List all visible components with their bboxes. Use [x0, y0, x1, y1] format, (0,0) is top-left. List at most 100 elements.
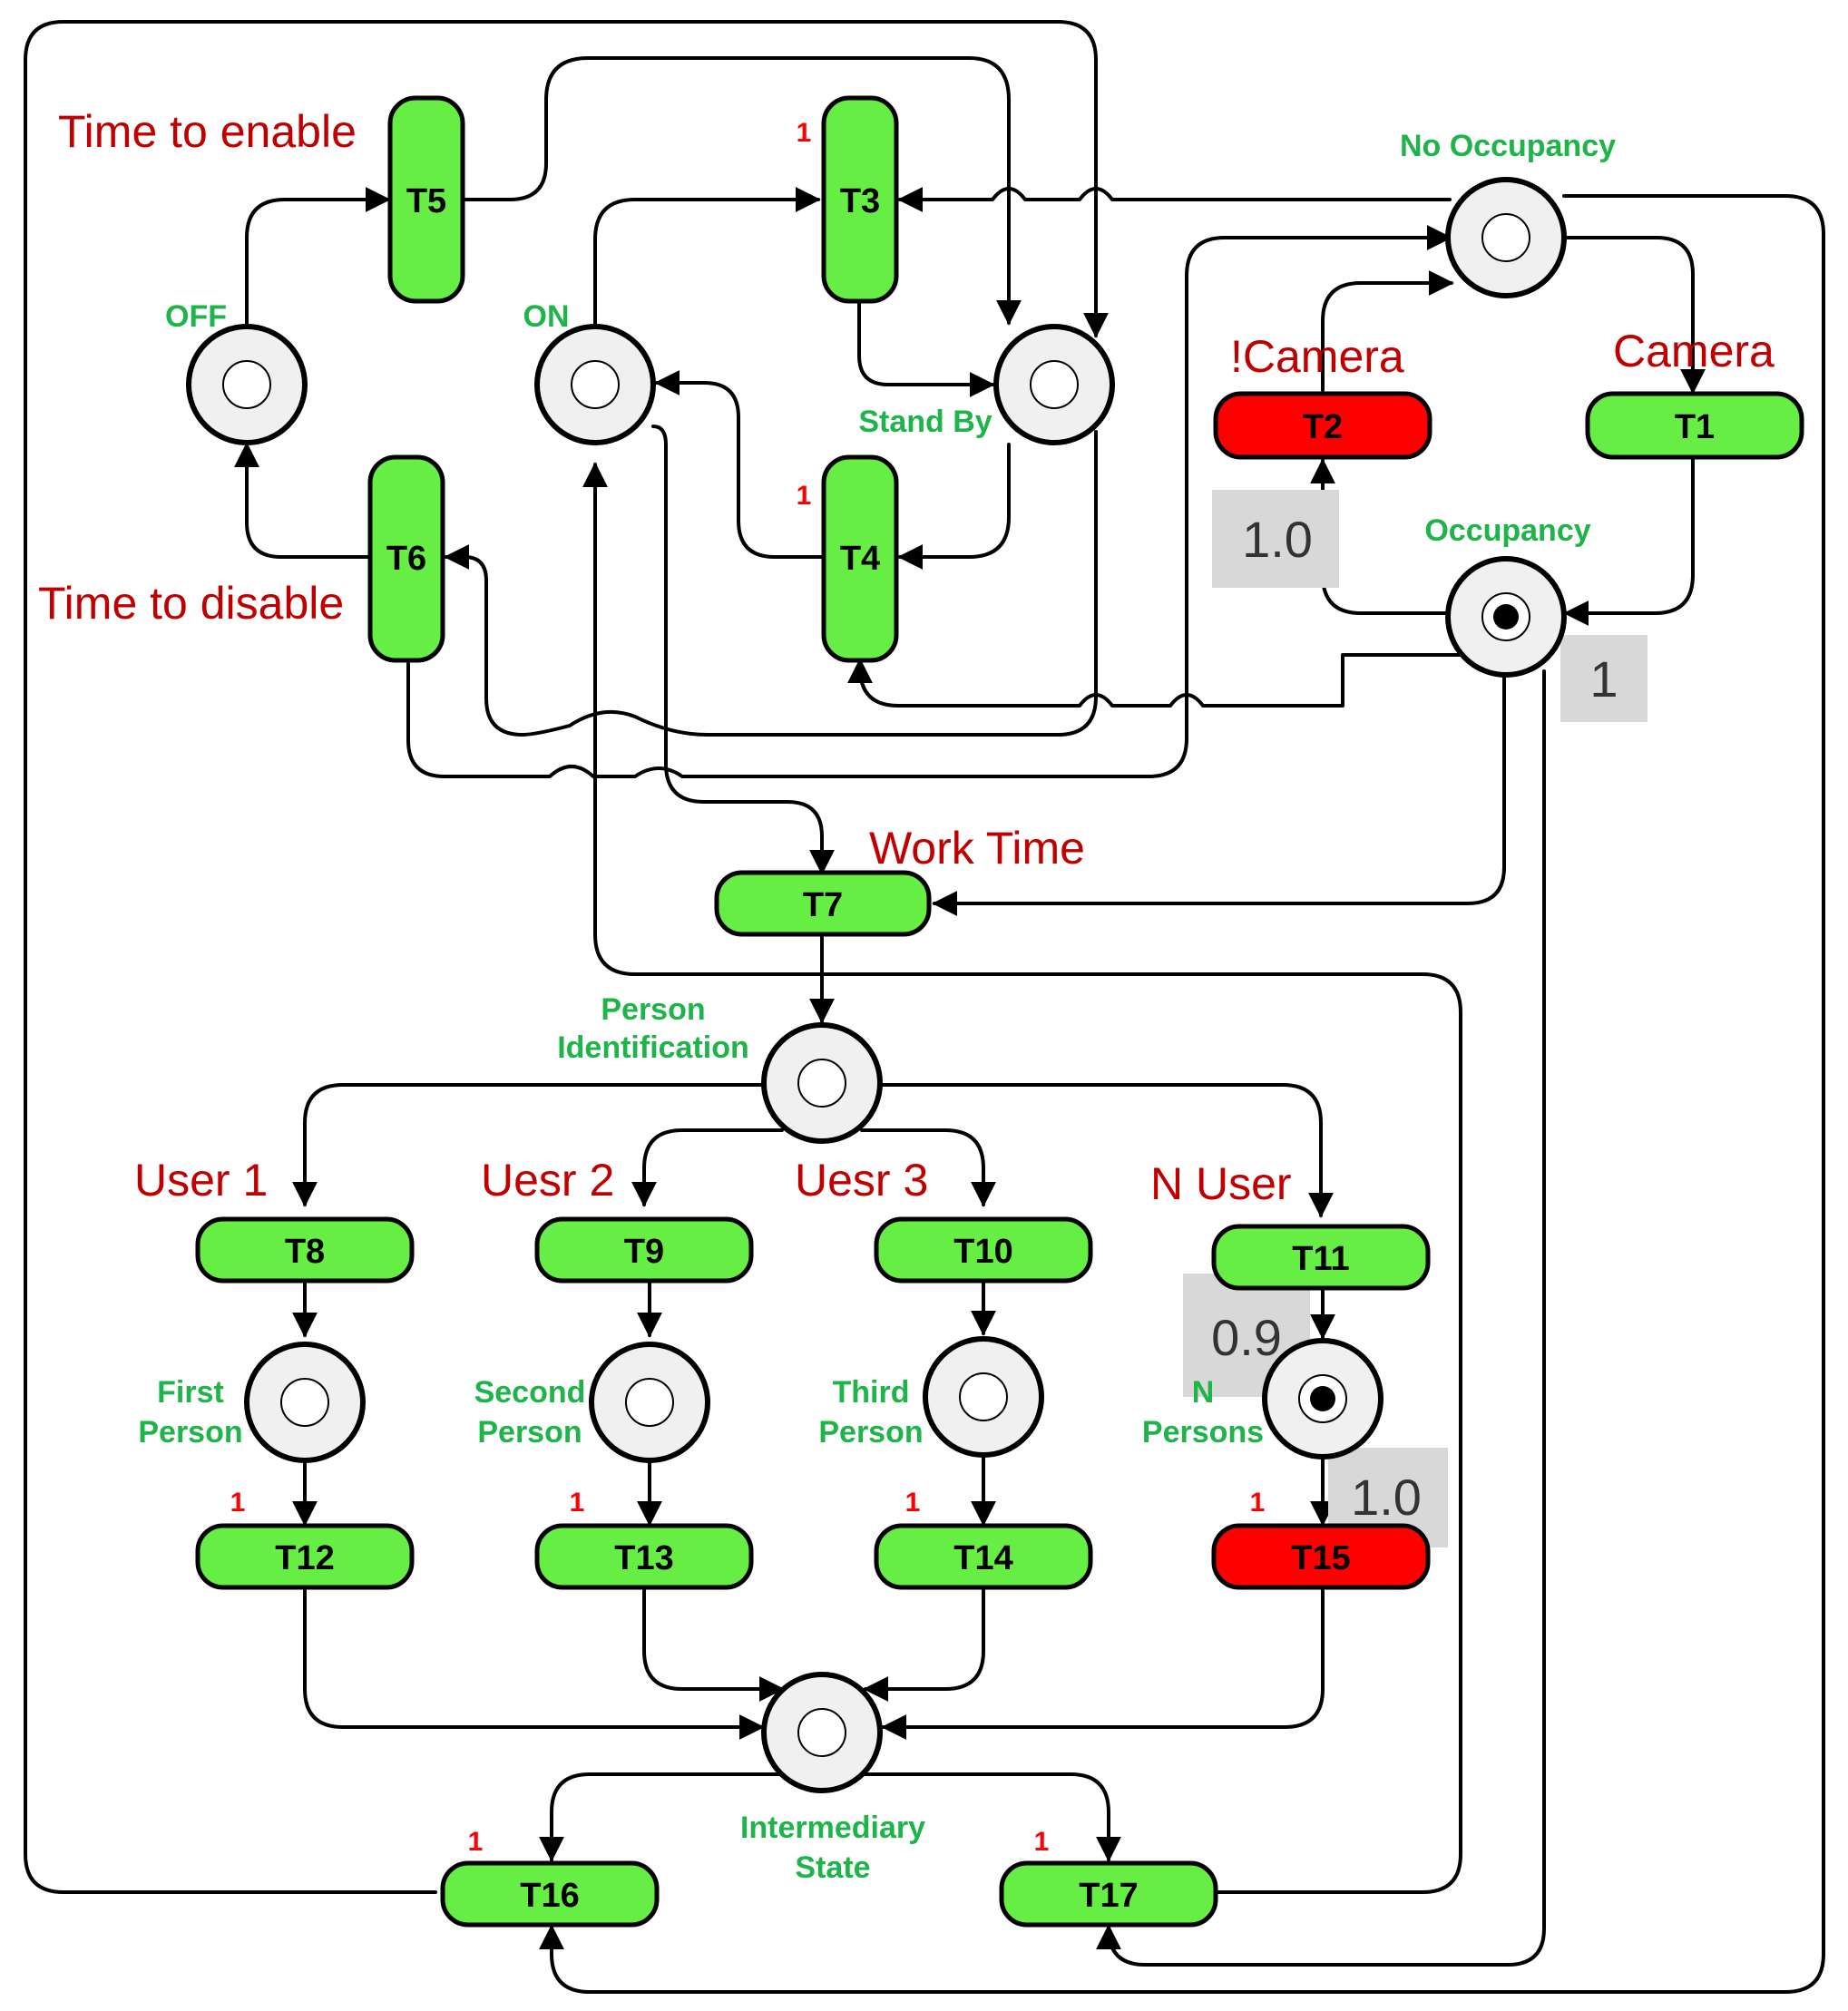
transition-label-t15: T15: [1291, 1539, 1350, 1577]
transition-t4[interactable]: [821, 454, 899, 663]
arc-t17-on: [582, 462, 1462, 1894]
transition-t14[interactable]: [874, 1523, 1093, 1590]
transition-t13[interactable]: [534, 1523, 754, 1590]
arc-pi-t11: [878, 1083, 1334, 1218]
place-label-no-occupancy: No Occupancy: [1400, 129, 1616, 163]
transition-label-t5: T5: [406, 182, 446, 220]
arc-on-t7: [651, 425, 835, 875]
arc-occ-t4: [847, 653, 1462, 708]
arc-t15-is: [881, 1586, 1325, 1740]
arc-t16-standby: [24, 20, 1109, 1894]
condition-user-2: Uesr 2: [481, 1155, 614, 1206]
transition-t1[interactable]: [1585, 391, 1804, 460]
transition-t7[interactable]: [714, 870, 932, 937]
place-label-third-person-1: Third: [833, 1375, 910, 1410]
arc-t6-off: [234, 442, 372, 559]
transition-label-t4: T4: [840, 540, 880, 578]
place-label-off: OFF: [165, 299, 227, 334]
condition-not-camera: !Camera: [1230, 331, 1404, 382]
priority-t15: 1: [1250, 1488, 1266, 1518]
condition-camera: Camera: [1613, 326, 1775, 376]
place-label-third-person-2: Person: [818, 1415, 923, 1450]
place-label-person-identification-1: Person: [601, 992, 705, 1027]
transitions: [195, 95, 1804, 1928]
arc-standby-t6: [444, 430, 1098, 737]
arc-t14-is: [863, 1586, 985, 1702]
transition-t9[interactable]: [534, 1216, 754, 1284]
transition-t3[interactable]: [821, 95, 899, 304]
arc-t1-occ: [1563, 455, 1695, 626]
transition-label-t1: T1: [1675, 408, 1715, 446]
transition-labels: T1 T2 T3 T4 T5 T6 T7 T8 T9 T10 T11 T12 T…: [275, 182, 1715, 1915]
arc-pi-t8: [292, 1083, 766, 1207]
priority-t14: 1: [905, 1488, 921, 1518]
transition-t2[interactable]: [1213, 391, 1432, 460]
arc-noocc-t3: [897, 187, 1452, 212]
arcs: [24, 20, 1825, 1994]
condition-user-1: User 1: [134, 1155, 268, 1206]
probability-box-t2-rect: [1212, 490, 1339, 588]
probability-box-t2: 1.0: [1242, 511, 1313, 568]
transition-t12[interactable]: [195, 1523, 415, 1590]
place-label-first-person-2: Person: [138, 1415, 242, 1450]
place-labels: OFF ON Stand By No Occupancy Occupancy P…: [138, 129, 1616, 1885]
transition-t16[interactable]: [440, 1860, 660, 1928]
condition-time-to-disable: Time to disable: [38, 578, 344, 629]
arc-t12-is: [303, 1586, 765, 1740]
place-label-on: ON: [523, 299, 570, 334]
place-inner-rings: [222, 213, 1530, 1757]
arc-t3-standby: [857, 299, 995, 397]
place-label-n-persons-2: Persons: [1142, 1415, 1264, 1450]
place-label-person-identification-2: Identification: [557, 1030, 749, 1065]
transition-label-t13: T13: [614, 1539, 673, 1577]
transition-t6[interactable]: [367, 454, 445, 663]
transition-t5[interactable]: [387, 95, 465, 304]
place-label-first-person-1: First: [157, 1375, 224, 1410]
priority-t13: 1: [570, 1488, 585, 1518]
transition-t10[interactable]: [874, 1216, 1093, 1284]
transition-label-t14: T14: [953, 1539, 1012, 1577]
arc-is-t17: [860, 1772, 1121, 1862]
transition-label-t7: T7: [803, 886, 843, 924]
arc-t13-is: [642, 1586, 785, 1702]
transition-label-t10: T10: [953, 1233, 1012, 1271]
token-n-persons: [1310, 1386, 1335, 1411]
transition-t11[interactable]: [1211, 1224, 1431, 1291]
arc-off-t5: [245, 187, 391, 327]
priority-t17: 1: [1034, 1827, 1050, 1857]
transition-t15[interactable]: [1211, 1523, 1431, 1590]
condition-labels: Time to enable Time to disable !Camera C…: [38, 106, 1775, 1209]
transition-label-t3: T3: [840, 182, 880, 220]
priority-t3: 1: [797, 118, 812, 148]
transition-label-t12: T12: [275, 1539, 334, 1577]
place-label-intermediary-state-2: State: [795, 1850, 870, 1885]
arc-occ-t17: [1096, 669, 1546, 1967]
transition-label-t11: T11: [1292, 1240, 1349, 1278]
transition-label-t6: T6: [386, 540, 426, 578]
place-label-standby: Stand By: [858, 405, 992, 439]
priority-t12: 1: [230, 1488, 246, 1518]
ring-second-person: [625, 1378, 674, 1427]
condition-user-3: Uesr 3: [795, 1155, 928, 1206]
arc-is-t16: [539, 1772, 784, 1862]
condition-work-time: Work Time: [869, 823, 1085, 874]
arc-t2-noocc: [1321, 270, 1454, 392]
probability-box-occupancy: 1: [1589, 650, 1618, 708]
tokens: [1310, 604, 1519, 1411]
transition-t17[interactable]: [999, 1860, 1218, 1928]
place-label-intermediary-state-1: Intermediary: [740, 1811, 925, 1845]
ring-intermediary-state: [797, 1708, 846, 1757]
place-label-second-person-1: Second: [474, 1375, 586, 1410]
transition-label-t9: T9: [624, 1233, 664, 1271]
transition-t8[interactable]: [195, 1216, 415, 1284]
ring-no-occupancy: [1481, 213, 1530, 262]
probability-box-t11: 0.9: [1211, 1309, 1282, 1366]
arc-occ-t7: [932, 673, 1506, 916]
ring-on: [571, 360, 620, 409]
priority-labels: 1 1 1 1 1 1 1 1: [230, 118, 1266, 1857]
arc-pi-t10: [860, 1128, 996, 1207]
transition-label-t17: T17: [1079, 1877, 1138, 1915]
probability-boxes: 1.0 1 0.9 1.0: [1183, 490, 1648, 1547]
transition-label-t8: T8: [285, 1233, 325, 1271]
